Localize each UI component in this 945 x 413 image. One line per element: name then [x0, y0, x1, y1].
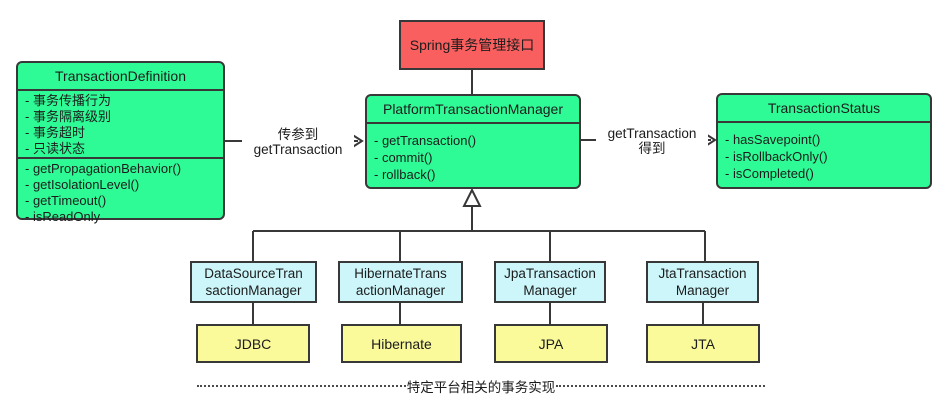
impl-title-line: JpaTransaction [504, 266, 596, 281]
edge-label-line: 传参到 [277, 127, 319, 142]
attribute-item: - 事务隔离级别 [25, 109, 111, 124]
dotted-line [197, 385, 406, 387]
platform-box-hibernate: Hibernate [341, 324, 462, 363]
class-box-transaction-status: TransactionStatus - hasSavepoint() - isR… [716, 93, 932, 189]
class-title: TransactionDefinition [18, 63, 223, 91]
inheritance-triangle-icon [462, 187, 482, 207]
method-item: - getTransaction() [374, 133, 477, 148]
attributes-section: - 事务传播行为 - 事务隔离级别 - 事务超时 - 只读状态 [18, 91, 223, 157]
method-item: - isReadOnly [25, 209, 101, 224]
dotted-line [556, 385, 765, 387]
attribute-item: - 事务超时 [25, 125, 85, 140]
platform-box-jdbc: JDBC [196, 324, 310, 363]
method-item: - getTimeout() [25, 193, 107, 208]
interface-box-spring-transaction: Spring事务管理接口 [399, 20, 545, 70]
footer-divider: 特定平台相关的事务实现 [197, 378, 765, 395]
platform-label: JDBC [234, 335, 272, 352]
impl-title-line: sactionManager [205, 283, 302, 298]
platform-label: Hibernate [371, 335, 432, 352]
edge-label-pass-param: 传参到 getTransaction [242, 126, 354, 158]
method-item: - getIsolationLevel() [25, 177, 140, 192]
impl-title-line: Manager [675, 283, 730, 298]
edge-label-line: 得到 [638, 141, 666, 156]
methods-section: - getPropagationBehavior() - getIsolatio… [18, 157, 223, 225]
impl-box-hibernate-transaction-manager: HibernateTrans actionManager [338, 261, 463, 303]
platform-box-jta: JTA [646, 324, 760, 363]
edge-label-line: getTransaction [607, 126, 697, 141]
platform-box-jpa: JPA [494, 324, 608, 363]
methods-section: - getTransaction() - commit() - rollback… [367, 124, 579, 183]
method-item: - commit() [374, 150, 433, 165]
method-item: - isCompleted() [725, 166, 814, 181]
methods-section: - hasSavepoint() - isRollbackOnly() - is… [718, 123, 930, 182]
method-item: - hasSavepoint() [725, 132, 821, 147]
class-box-platform-transaction-manager: PlatformTransactionManager - getTransact… [365, 94, 581, 189]
class-title: PlatformTransactionManager [367, 96, 579, 124]
impl-box-datasource-transaction-manager: DataSourceTran sactionManager [190, 261, 317, 303]
edge-label-line: getTransaction [253, 142, 343, 157]
impl-title-line: Manager [523, 283, 577, 298]
method-item: - rollback() [374, 167, 436, 182]
footer-label: 特定平台相关的事务实现 [406, 380, 556, 395]
method-item: - getPropagationBehavior() [25, 161, 182, 176]
attribute-item: - 只读状态 [25, 141, 85, 156]
interface-label: Spring事务管理接口 [409, 37, 535, 53]
impl-title-line: HibernateTrans [354, 266, 447, 281]
class-box-transaction-definition: TransactionDefinition - 事务传播行为 - 事务隔离级别 … [16, 61, 225, 224]
attribute-item: - 事务传播行为 [25, 93, 111, 108]
platform-label: JPA [538, 335, 564, 352]
impl-title-line: JtaTransaction [658, 266, 747, 281]
edge-label-get-result: getTransaction 得到 [596, 125, 708, 157]
method-item: - isRollbackOnly() [725, 149, 828, 164]
impl-box-jpa-transaction-manager: JpaTransaction Manager [494, 261, 606, 303]
arrowhead-right-icon [350, 133, 364, 149]
impl-box-jta-transaction-manager: JtaTransaction Manager [646, 261, 759, 303]
platform-label: JTA [691, 335, 715, 352]
impl-title-line: DataSourceTran [204, 266, 303, 281]
impl-title-line: actionManager [355, 283, 446, 298]
class-title: TransactionStatus [718, 95, 930, 123]
